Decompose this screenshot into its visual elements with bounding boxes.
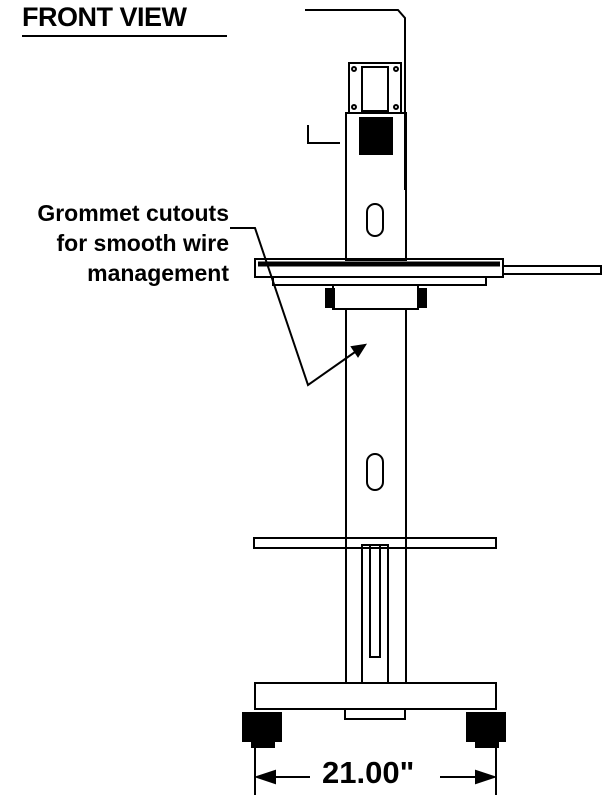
base [254,682,497,710]
inner-tube [361,544,389,684]
monitor-mount-plate [348,62,402,114]
side-hook [307,125,340,144]
cable-line [305,9,406,190]
caster-left [242,712,282,748]
base-foot [344,708,406,720]
lower-column [345,308,407,684]
callout-leader [230,227,366,387]
lower-grommet-cutout [366,453,384,491]
title-underline [22,35,227,37]
bottom-shelf [253,537,497,549]
callout-line-3: management [87,260,229,286]
tray-bracket [332,284,419,310]
callout-line-1: Grommet cutouts [37,200,229,226]
caster-right [466,712,506,748]
clamp-block [359,117,393,155]
grommet-callout: Grommet cutouts for smooth wire manageme… [37,198,229,288]
width-dimension-label: 21.00" [318,755,419,791]
upper-grommet-cutout [366,203,384,237]
tray-extension [502,265,602,275]
callout-line-2: for smooth wire [56,230,229,256]
view-title: FRONT VIEW [22,2,187,32]
